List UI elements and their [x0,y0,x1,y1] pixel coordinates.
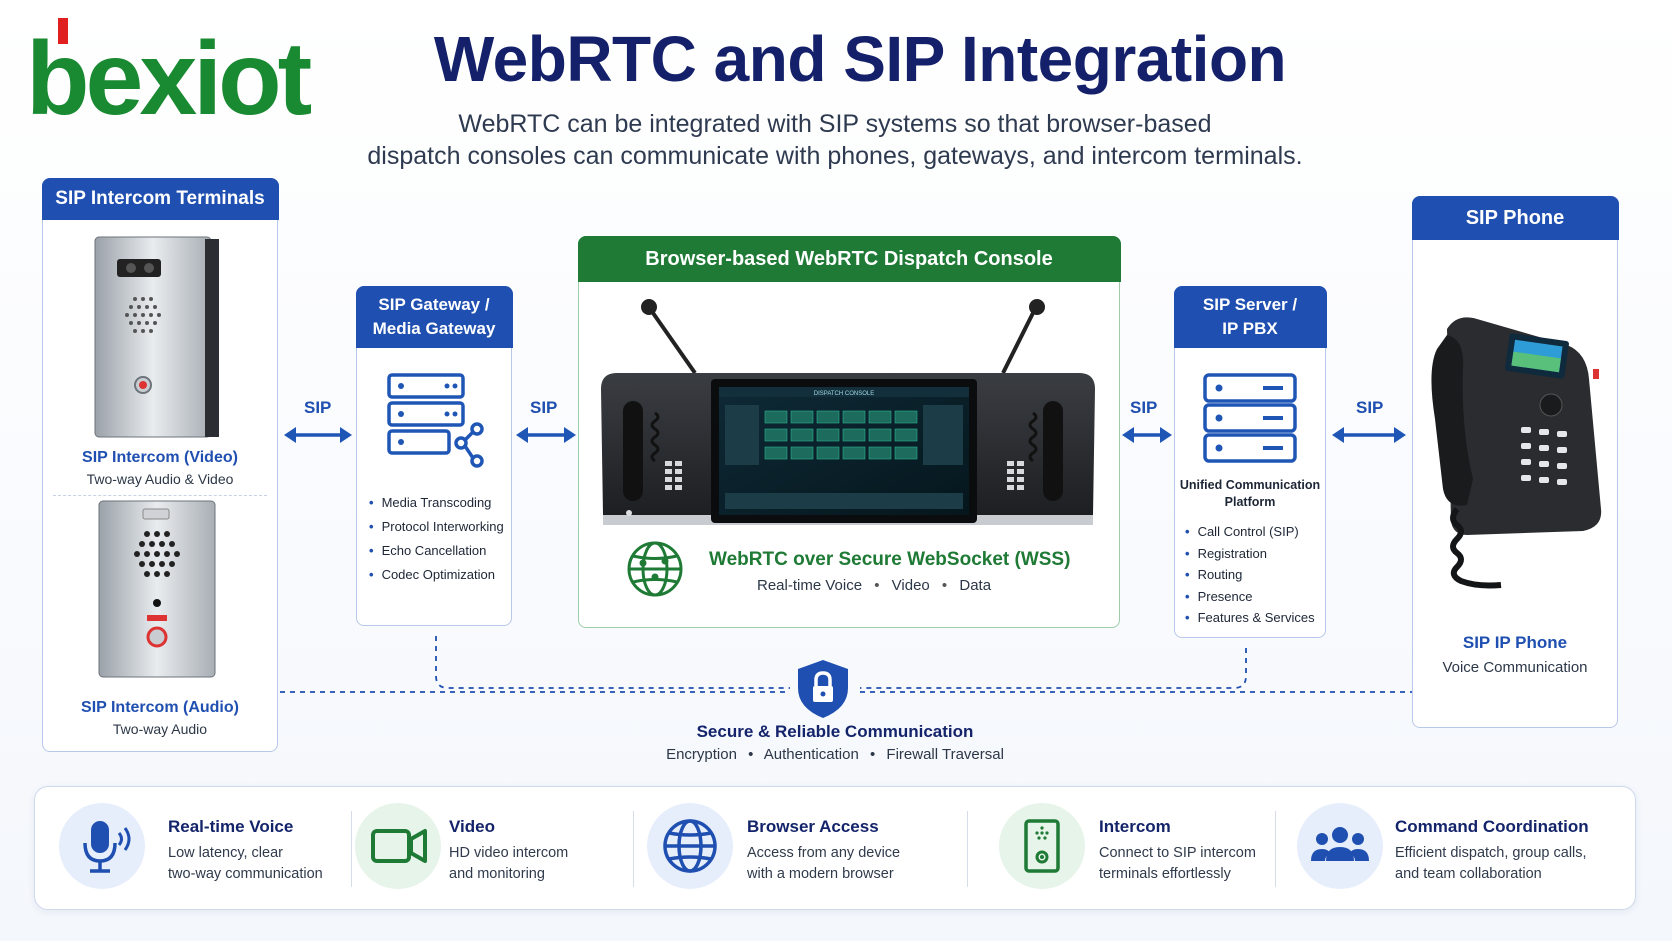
feature-separator [351,811,352,887]
console-panel: Browser-based WebRTC Dispatch Console [577,235,1121,628]
feature-title: Video [449,817,495,836]
list-item: Call Control (SIP) [1185,521,1315,543]
feature-separator [633,811,634,887]
server-feature-list: Call Control (SIP) Registration Routing … [1185,521,1315,629]
double-arrow-icon [1332,427,1406,443]
double-arrow-icon [516,427,576,443]
video-intercom-sub: Two-way Audio & Video [86,471,234,487]
intercom-device-icon [999,803,1085,889]
audio-intercom-device-icon [98,500,216,678]
double-arrow-icon [284,427,352,443]
page-subtitle: WebRTC can be integrated with SIP system… [367,110,1303,170]
sip-link-label-3: SIP [1130,398,1158,417]
list-item: Media Transcoding [369,491,504,515]
feature-separator [967,811,968,887]
feature-intercom: Intercom Connect to SIP intercom termina… [999,787,1309,911]
intercom-divider [53,495,267,496]
intercom-panel-title: SIP Intercom Terminals [41,177,279,220]
bexiot-logo: bexiot [26,14,356,137]
console-panel-title: Browser-based WebRTC Dispatch Console [577,235,1121,282]
list-item: Registration [1185,543,1315,565]
feature-browser-access: Browser Access Access from any device wi… [647,787,967,911]
gateway-feature-list: Media Transcoding Protocol Interworking … [369,491,504,587]
server-panel: SIP Server / IP PBX Unified Communicatio… [1173,285,1327,638]
list-item: Routing [1185,564,1315,586]
secure-title: Secure & Reliable Communication [696,722,974,741]
phone-sub: Voice Communication [1442,659,1588,676]
phone-label: SIP IP Phone [1462,633,1568,652]
shield-lock-icon [798,660,848,718]
phone-panel: SIP Phone SIP IP Phone Voice Communicati… [1411,195,1619,728]
list-item: Codec Optimization [369,563,504,587]
feature-separator [1275,811,1276,887]
microphone-icon [59,803,145,889]
double-arrow-icon [1122,427,1172,443]
feature-title: Real-time Voice [168,817,294,836]
feature-command-coordination: Command Coordination Efficient dispatch,… [1297,787,1627,911]
audio-intercom-label: SIP Intercom (Audio) [81,699,239,716]
server-panel-title: SIP Server / IP PBX [1173,285,1327,348]
feature-realtime-voice: Real-time Voice Low latency, clear two-w… [35,787,365,911]
sip-link-label-1: SIP [304,398,332,417]
console-screen-title: DISPATCH CONSOLE [814,391,874,397]
gateway-panel-title: SIP Gateway / Media Gateway [355,285,513,348]
feature-video: Video HD video intercom and monitoring [355,787,665,911]
feature-title: Command Coordination [1395,817,1589,836]
video-intercom-device-icon [94,236,219,438]
dispatch-console-device-icon: DISPATCH CONSOLE [601,299,1095,525]
page-title: WebRTC and SIP Integration [433,23,1287,95]
feature-desc: Low latency, clear two-way communication [168,845,323,882]
secure-items: Encryption • Authentication • Firewall T… [666,746,1004,763]
feature-desc: HD video intercom and monitoring [449,845,569,882]
wss-title: WebRTC over Secure WebSocket (WSS) [709,549,1071,570]
list-item: Features & Services [1185,607,1315,629]
feature-title: Browser Access [747,817,879,836]
video-camera-icon [355,803,441,889]
ip-phone-device-icon [1431,317,1602,589]
server-share-icon [387,373,484,468]
feature-title: Intercom [1099,817,1171,836]
gateway-panel: SIP Gateway / Media Gateway Media Transc… [355,285,513,626]
list-item: Protocol Interworking [369,515,504,539]
svg-text:bexiot: bexiot [26,21,312,124]
sip-link-label-4: SIP [1356,398,1384,417]
platform-label: Unified Communication Platform [1179,478,1321,509]
feature-desc: Access from any device with a modern bro… [747,845,901,882]
globe-icon [647,803,733,889]
intercom-panel: SIP Intercom Terminals SIP Intercom (Vid… [41,177,279,752]
feature-desc: Efficient dispatch, group calls, and tea… [1395,845,1587,882]
feature-desc: Connect to SIP intercom terminals effort… [1099,845,1256,882]
wss-items: Real-time Voice • Video • Data [757,577,992,594]
list-item: Presence [1185,586,1315,608]
globe-network-icon [627,541,683,597]
list-item: Echo Cancellation [369,539,504,563]
feature-bar: Real-time Voice Low latency, clear two-w… [34,786,1636,910]
server-rack-icon [1203,373,1297,463]
video-intercom-label: SIP Intercom (Video) [82,449,238,466]
phone-panel-title: SIP Phone [1411,195,1619,240]
audio-intercom-sub: Two-way Audio [112,721,208,737]
team-icon [1297,803,1383,889]
sip-link-label-2: SIP [530,398,558,417]
